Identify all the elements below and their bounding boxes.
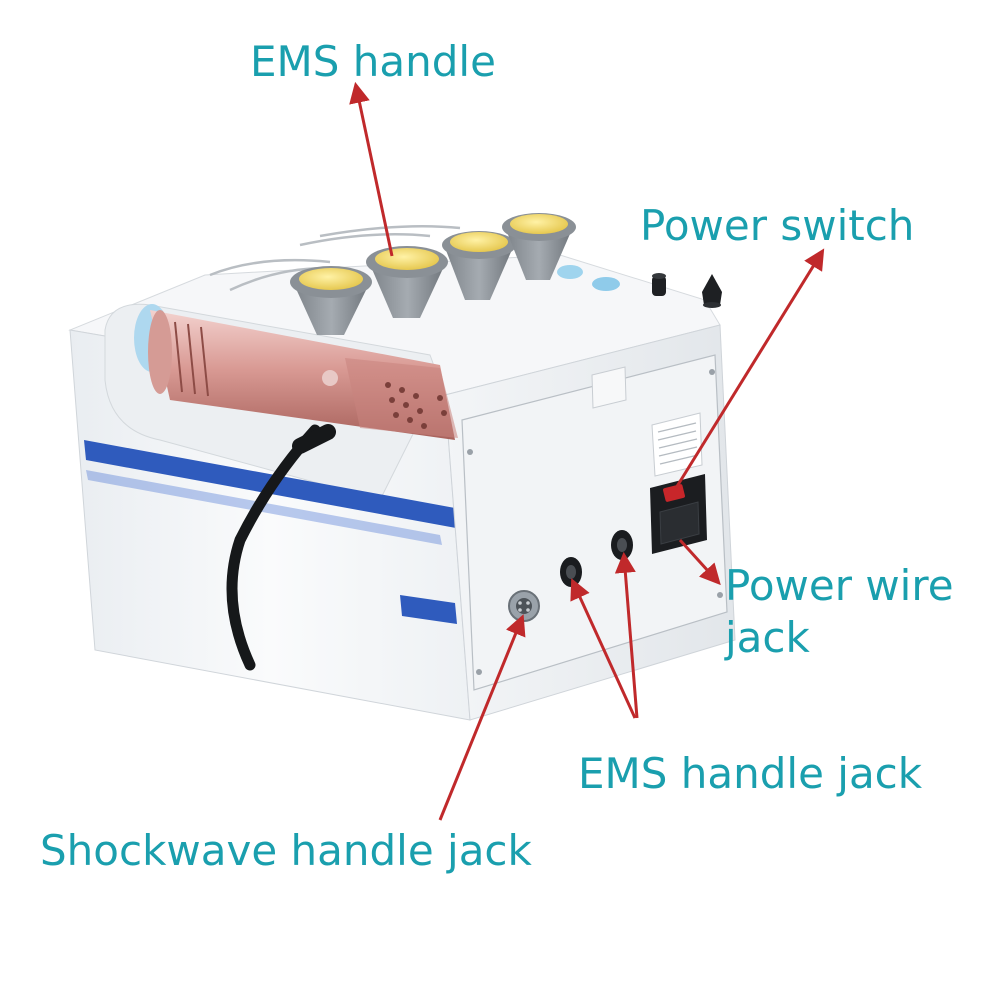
arrow-shockwave-jack (438, 614, 526, 821)
label-ems-handle-jack: EMS handle jack (578, 749, 923, 798)
arrow-power-switch (674, 248, 825, 489)
blue-stripe-bottom (400, 595, 457, 624)
annotation-arrows (349, 81, 825, 821)
shockwave-connector (508, 590, 540, 622)
shockwave-handle (134, 304, 458, 440)
ems-cup (442, 231, 516, 300)
arrow-ems-handle (349, 81, 394, 257)
control-knobs (652, 273, 722, 308)
label-shockwave-handle-jack: Shockwave handle jack (40, 826, 532, 875)
spec-sticker (651, 412, 703, 477)
ems-cup (290, 266, 372, 335)
label-power-switch: Power switch (640, 201, 915, 250)
label-ems-handle: EMS handle (250, 37, 496, 86)
ems-cup (502, 213, 576, 280)
arrow-power-wire-jack (678, 538, 721, 586)
ems-cup (366, 246, 448, 318)
handle-cable (226, 424, 336, 671)
label-power-wire-jack: Power wire jack (725, 561, 954, 662)
arrow-ems-jack-right (614, 551, 639, 719)
arrow-ems-jack-left (570, 578, 637, 719)
power-socket (650, 474, 707, 554)
